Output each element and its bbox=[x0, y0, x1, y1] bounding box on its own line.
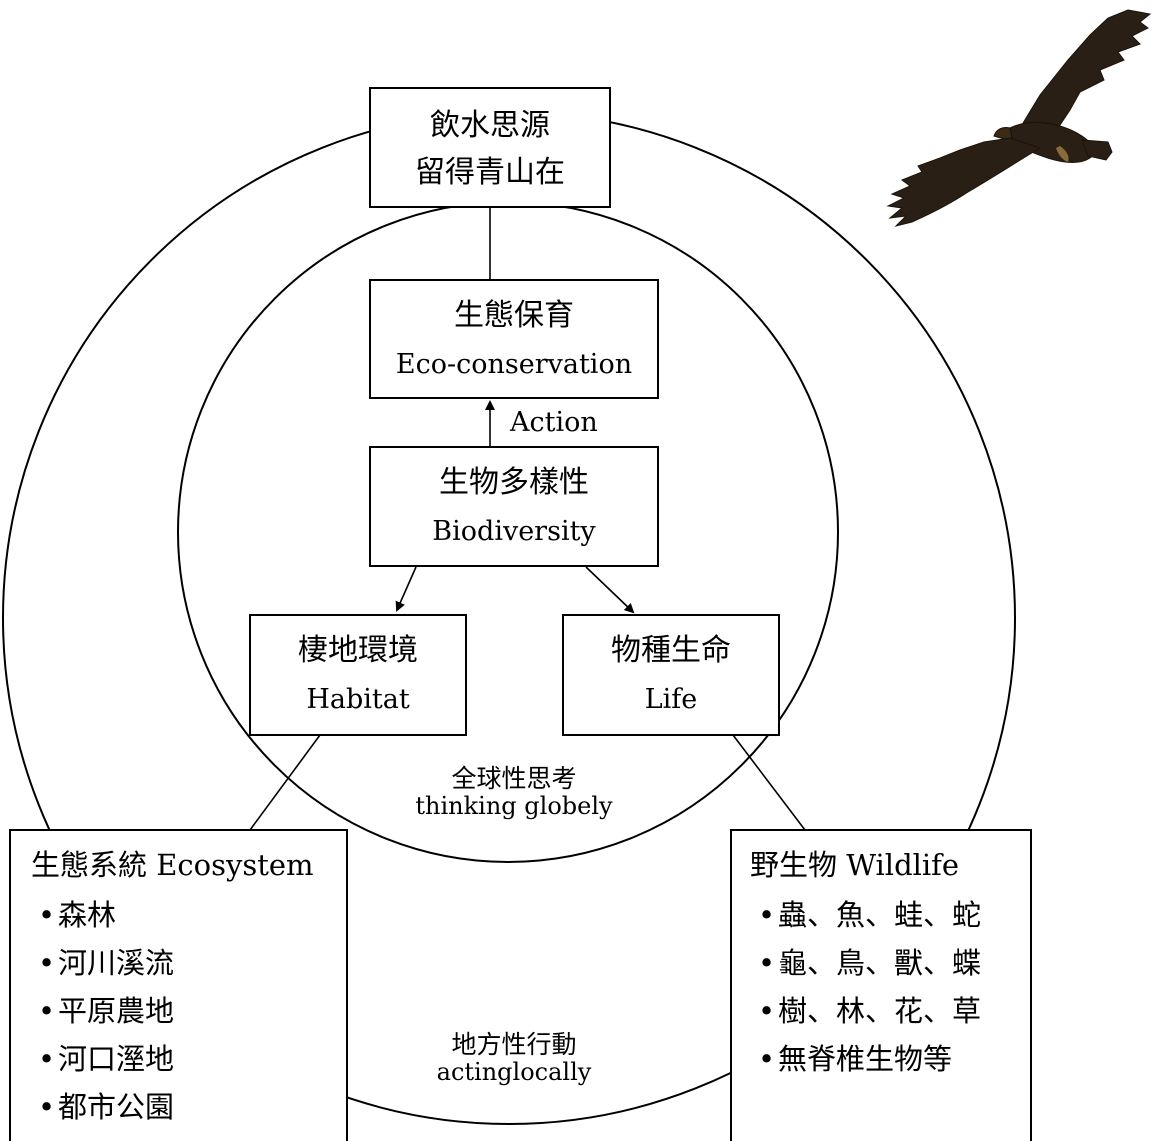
biodiversity-en: Biodiversity bbox=[432, 516, 596, 547]
wildlife-bullet: • bbox=[758, 994, 775, 1028]
biodiversity-box: 生物多樣性 Biodiversity bbox=[369, 446, 659, 567]
ecosystem-item-park: 都市公園 bbox=[58, 1090, 174, 1124]
local-caption-zh: 地方性行動 bbox=[451, 1030, 576, 1059]
life-wildlife-connector bbox=[732, 734, 806, 831]
habitat-box: 棲地環境 Habitat bbox=[249, 614, 467, 736]
life-zh: 物種生命 bbox=[611, 633, 731, 668]
wildlife-title: 野生物 Wildlife bbox=[750, 848, 959, 882]
wildlife-box: 野生物 Wildlife • 蟲、魚、蛙、蛇 • 龜、鳥、獸、蝶 • 樹、林、花… bbox=[730, 829, 1032, 1141]
global-caption-en: thinking globely bbox=[415, 792, 613, 820]
life-arrow bbox=[585, 566, 635, 614]
life-en: Life bbox=[645, 684, 698, 715]
habitat-en: Habitat bbox=[306, 684, 410, 715]
biodiversity-zh: 生物多樣性 bbox=[439, 465, 589, 500]
habitat-ecosystem-connector bbox=[249, 734, 321, 831]
top-box-line2: 留得青山在 bbox=[415, 155, 565, 190]
conservation-zh: 生態保育 bbox=[454, 298, 574, 333]
wildlife-item-trees: 樹、林、花、草 bbox=[778, 994, 981, 1028]
wildlife-item-invertebrates: 無脊椎生物等 bbox=[778, 1042, 952, 1076]
wildlife-item-turtles: 龜、鳥、獸、蝶 bbox=[778, 946, 981, 980]
ecosystem-bullet: • bbox=[38, 946, 55, 980]
ecosystem-title: 生態系統 Ecosystem bbox=[31, 848, 314, 882]
wildlife-bullet: • bbox=[758, 898, 775, 932]
eagle-icon bbox=[886, 9, 1152, 227]
action-label: Action bbox=[509, 407, 598, 438]
wildlife-bullet: • bbox=[758, 946, 775, 980]
ecosystem-box: 生態系統 Ecosystem • 森林 • 河川溪流 • 平原農地 • 河口溼地… bbox=[9, 829, 348, 1141]
ecosystem-bullet: • bbox=[38, 994, 55, 1028]
life-box: 物種生命 Life bbox=[562, 614, 780, 736]
ecosystem-item-river: 河川溪流 bbox=[58, 946, 174, 980]
ecosystem-item-forest: 森林 bbox=[58, 898, 116, 932]
ecosystem-item-wetland: 河口溼地 bbox=[58, 1042, 174, 1076]
ecosystem-bullet: • bbox=[38, 1042, 55, 1076]
habitat-zh: 棲地環境 bbox=[298, 633, 418, 668]
conservation-en: Eco-conservation bbox=[396, 349, 632, 380]
ecosystem-bullet: • bbox=[38, 1090, 55, 1124]
wildlife-item-insects: 蟲、魚、蛙、蛇 bbox=[778, 898, 981, 932]
habitat-arrow bbox=[395, 566, 417, 612]
conservation-box: 生態保育 Eco-conservation bbox=[369, 279, 659, 399]
local-caption-en: actinglocally bbox=[437, 1058, 592, 1086]
top-box: 飲水思源 留得青山在 bbox=[369, 87, 611, 208]
global-caption-zh: 全球性思考 bbox=[451, 764, 576, 793]
ecosystem-item-farmland: 平原農地 bbox=[58, 994, 174, 1028]
top-box-line1: 飲水思源 bbox=[430, 108, 550, 143]
wildlife-bullet: • bbox=[758, 1042, 775, 1076]
ecosystem-bullet: • bbox=[38, 898, 55, 932]
